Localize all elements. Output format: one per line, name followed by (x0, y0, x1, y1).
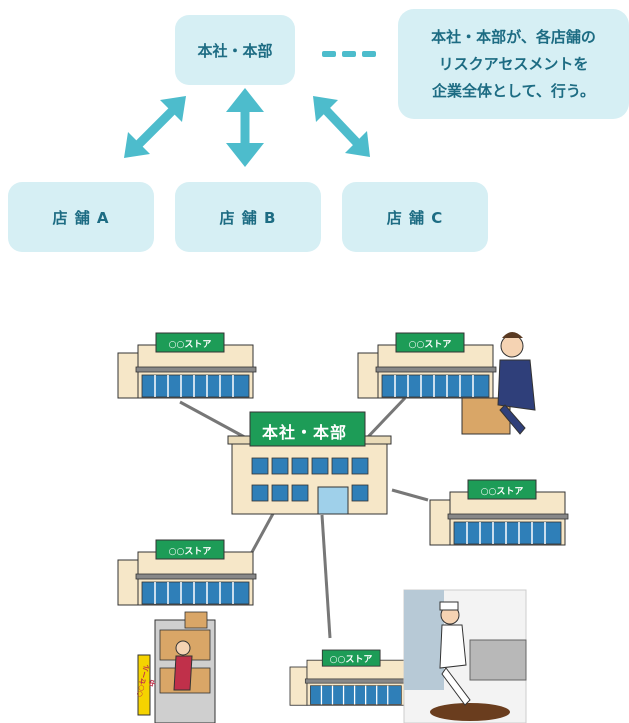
worker-shelf-figure (137, 611, 216, 723)
store-c-box: 店 舗 C (342, 182, 488, 252)
store-a-box: 店 舗 A (8, 182, 154, 252)
hq-building (227, 411, 392, 515)
note-line-3: 企業全体として、行う。 (432, 81, 595, 100)
store-sign-4: ○○ストア (168, 547, 212, 557)
arrow-to-store-c (313, 96, 370, 157)
store-sign-5: ○○ストア (329, 655, 373, 665)
store-a-label: 店 舗 A (52, 208, 110, 227)
store-sign-1: ○○ストア (168, 340, 212, 350)
note-line-1: 本社・本部が、各店舗の (431, 27, 596, 46)
store-b-box: 店 舗 B (175, 182, 321, 252)
arrow-to-store-b (226, 88, 264, 167)
dashed-connector (322, 51, 376, 57)
hq-sign: 本社・本部 (262, 423, 348, 442)
store-sign-2: ○○ストア (408, 340, 452, 350)
hq-box: 本社・本部 (175, 15, 295, 85)
store-sign-3: ○○ストア (480, 487, 524, 497)
note-line-2: リスクアセスメントを (438, 54, 589, 73)
arrow-to-store-a (124, 96, 186, 158)
worker-lifting-figure (461, 332, 536, 435)
note-box: 本社・本部が、各店舗の リスクアセスメントを 企業全体として、行う。 (398, 9, 629, 119)
hq-label: 本社・本部 (197, 41, 273, 60)
store-b-label: 店 舗 B (219, 208, 277, 227)
store-c-label: 店 舗 C (386, 208, 444, 227)
slip-scene (403, 589, 527, 723)
